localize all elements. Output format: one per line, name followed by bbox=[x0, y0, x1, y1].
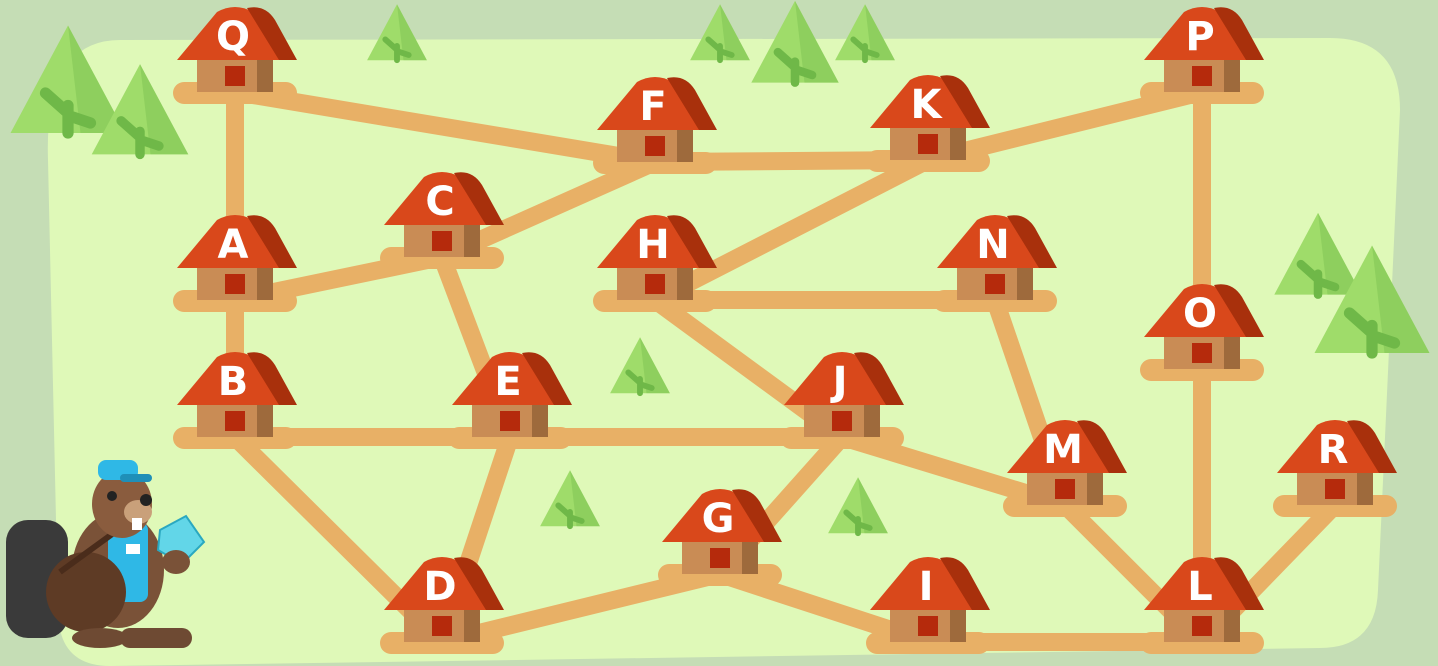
house-roof bbox=[384, 172, 500, 225]
house-J[interactable]: J bbox=[780, 352, 904, 449]
house-label-B: B bbox=[218, 359, 249, 405]
house-door bbox=[710, 548, 730, 568]
house-roof bbox=[937, 215, 1053, 268]
house-C[interactable]: C bbox=[380, 172, 504, 269]
tree-icon bbox=[751, 0, 839, 87]
house-R[interactable]: R bbox=[1273, 420, 1397, 517]
house-label-Q: Q bbox=[216, 14, 250, 60]
house-roof bbox=[384, 557, 500, 610]
house-door bbox=[918, 134, 938, 154]
tree-icon bbox=[91, 64, 189, 160]
house-M[interactable]: M bbox=[1003, 420, 1127, 517]
house-label-E: E bbox=[494, 359, 521, 405]
house-roof bbox=[1007, 420, 1123, 473]
house-roof bbox=[1144, 557, 1260, 610]
house-door bbox=[225, 66, 245, 86]
house-door bbox=[225, 411, 245, 431]
house-roof bbox=[177, 215, 293, 268]
house-P[interactable]: P bbox=[1140, 7, 1264, 104]
house-door bbox=[645, 274, 665, 294]
house-door bbox=[225, 274, 245, 294]
house-Q[interactable]: Q bbox=[173, 7, 297, 104]
house-H[interactable]: H bbox=[593, 215, 717, 312]
house-roof bbox=[1144, 7, 1260, 60]
house-roof bbox=[452, 352, 568, 405]
house-label-H: H bbox=[636, 222, 669, 268]
house-door bbox=[832, 411, 852, 431]
house-label-J: J bbox=[830, 359, 848, 405]
house-roof bbox=[597, 77, 713, 130]
house-door bbox=[1192, 616, 1212, 636]
houses: Q F K P C A H N O B E J M R G D I L bbox=[173, 7, 1397, 654]
tree-icon bbox=[690, 4, 750, 64]
house-door bbox=[432, 231, 452, 251]
house-B[interactable]: B bbox=[173, 352, 297, 449]
house-roof bbox=[597, 215, 713, 268]
house-D[interactable]: D bbox=[380, 557, 504, 654]
tree-icon bbox=[828, 477, 888, 537]
house-roof bbox=[662, 489, 778, 542]
house-door bbox=[985, 274, 1005, 294]
house-F[interactable]: F bbox=[593, 77, 717, 174]
house-label-R: R bbox=[1318, 427, 1349, 473]
house-K[interactable]: K bbox=[866, 75, 990, 172]
tree-icon bbox=[367, 4, 427, 64]
house-I[interactable]: I bbox=[866, 557, 990, 654]
house-label-O: O bbox=[1183, 291, 1217, 337]
house-label-P: P bbox=[1185, 14, 1214, 60]
house-roof bbox=[177, 7, 293, 60]
beaver-mascot-icon bbox=[6, 460, 206, 648]
house-label-L: L bbox=[1187, 564, 1213, 610]
house-label-G: G bbox=[702, 496, 735, 542]
house-door bbox=[918, 616, 938, 636]
tree-icon bbox=[610, 337, 670, 397]
house-roof bbox=[1144, 284, 1260, 337]
house-roof bbox=[870, 75, 986, 128]
house-door bbox=[645, 136, 665, 156]
house-roof bbox=[870, 557, 986, 610]
tree-icon bbox=[10, 25, 126, 139]
house-label-N: N bbox=[976, 222, 1009, 268]
house-L[interactable]: L bbox=[1140, 557, 1264, 654]
house-label-K: K bbox=[911, 82, 944, 128]
house-roof bbox=[784, 352, 900, 405]
tree-icon bbox=[540, 470, 600, 530]
house-O[interactable]: O bbox=[1140, 284, 1264, 381]
house-A[interactable]: A bbox=[173, 215, 297, 312]
house-label-C: C bbox=[425, 179, 454, 225]
house-label-F: F bbox=[639, 84, 666, 130]
road-Q-F bbox=[226, 83, 664, 171]
house-door bbox=[500, 411, 520, 431]
house-label-D: D bbox=[423, 564, 456, 610]
house-door bbox=[1192, 343, 1212, 363]
house-door bbox=[432, 616, 452, 636]
house-G[interactable]: G bbox=[658, 489, 782, 586]
house-door bbox=[1325, 479, 1345, 499]
house-N[interactable]: N bbox=[933, 215, 1057, 312]
house-roof bbox=[177, 352, 293, 405]
house-roof bbox=[1277, 420, 1393, 473]
house-label-A: A bbox=[218, 222, 249, 268]
house-E[interactable]: E bbox=[448, 352, 572, 449]
tree-icon bbox=[1314, 245, 1430, 359]
tree-icon bbox=[835, 4, 895, 64]
house-door bbox=[1192, 66, 1212, 86]
house-label-I: I bbox=[919, 564, 934, 610]
house-label-M: M bbox=[1043, 427, 1083, 473]
road-K-H bbox=[646, 151, 937, 309]
house-door bbox=[1055, 479, 1075, 499]
